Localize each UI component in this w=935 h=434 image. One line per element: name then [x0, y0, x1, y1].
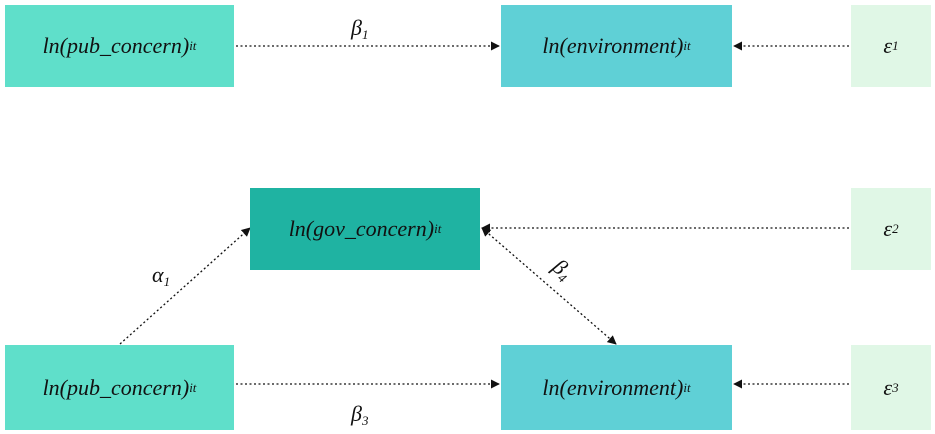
node-subscript: 1	[892, 38, 899, 53]
node-label: ln(environment)	[542, 374, 684, 400]
node-subscript: it	[683, 38, 691, 53]
node-label: ln(gov_concern)	[288, 216, 435, 241]
edge-label-symbol: α	[152, 262, 164, 287]
node-subscript: 3	[892, 379, 899, 395]
node-label: ln(pub_concern)	[42, 374, 190, 400]
edge-label-beta1: β1	[351, 15, 369, 42]
node-label: ln(pub_concern)	[42, 33, 190, 58]
edge-label-symbol: β	[351, 401, 362, 426]
node-label: ε	[883, 33, 893, 58]
edge-label-subscript: 1	[361, 27, 369, 42]
node-gov-concern: ln(gov_concern)it	[250, 188, 480, 270]
node-subscript: it	[189, 38, 197, 53]
edge-label-subscript: 3	[361, 413, 369, 428]
node-label: ε	[883, 216, 893, 241]
edge-label-symbol: β	[351, 15, 362, 40]
node-environment-top: ln(environment)it	[501, 5, 732, 87]
node-pub-concern-top: ln(pub_concern)it	[5, 5, 234, 87]
node-subscript: it	[683, 379, 691, 395]
edge-beta4-arrow	[481, 227, 617, 345]
edge-label-subscript: 1	[163, 274, 171, 289]
node-environment-bottom: ln(environment)it	[501, 345, 732, 430]
node-subscript: 2	[892, 221, 899, 236]
edge-label-alpha1: α1	[152, 262, 171, 289]
edge-label-beta3: β3	[351, 401, 369, 428]
node-subscript: it	[189, 379, 197, 395]
edge-alpha1-arrow	[119, 227, 251, 345]
node-pub-concern-bottom: ln(pub_concern)it	[5, 345, 234, 430]
node-subscript: it	[434, 221, 442, 236]
node-label: ln(environment)	[542, 33, 684, 58]
node-label: ε	[883, 374, 893, 400]
